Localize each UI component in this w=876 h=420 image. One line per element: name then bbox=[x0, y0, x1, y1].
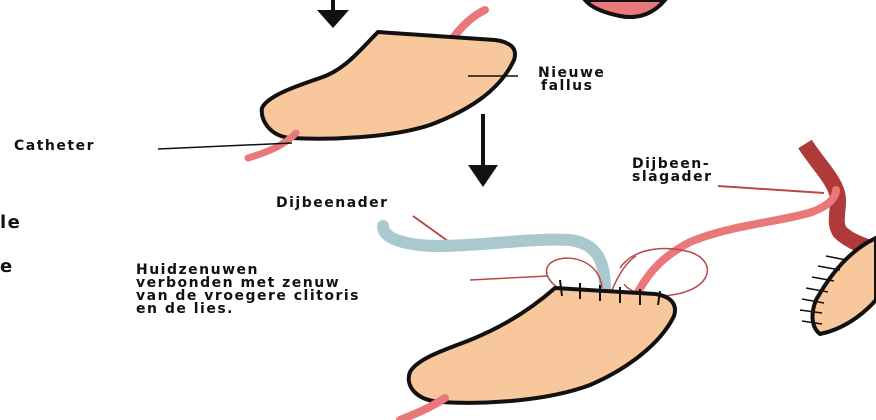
leader-huidzenuwen bbox=[470, 276, 548, 280]
leader-dijbeenslagader bbox=[718, 186, 824, 193]
label-dijbeenader: Dijbeenader bbox=[276, 195, 389, 211]
edge-fragment-1: le bbox=[0, 212, 21, 233]
down-arrow-middle bbox=[468, 114, 498, 187]
femoral-artery-dark bbox=[805, 144, 876, 250]
down-arrow-top bbox=[317, 0, 349, 28]
top-tube bbox=[453, 10, 485, 38]
bottom-phallus-shape bbox=[409, 288, 675, 403]
new-phallus-shape bbox=[262, 32, 515, 139]
edge-fragment-2: e bbox=[0, 256, 14, 277]
catheter-tube bbox=[248, 133, 296, 158]
femoral-artery-pink bbox=[638, 190, 836, 292]
label-catheter: Catheter bbox=[14, 138, 95, 154]
label-nieuwe-fallus-line2: fallus bbox=[541, 78, 593, 94]
label-huidzenuwen-line4: en de lies. bbox=[136, 301, 234, 317]
bottom-catheter-tube bbox=[400, 398, 445, 420]
label-dijbeenslagader-line2: slagader bbox=[632, 169, 712, 185]
top-red-fragment bbox=[585, 0, 665, 17]
right-skin-fragment bbox=[813, 238, 876, 334]
